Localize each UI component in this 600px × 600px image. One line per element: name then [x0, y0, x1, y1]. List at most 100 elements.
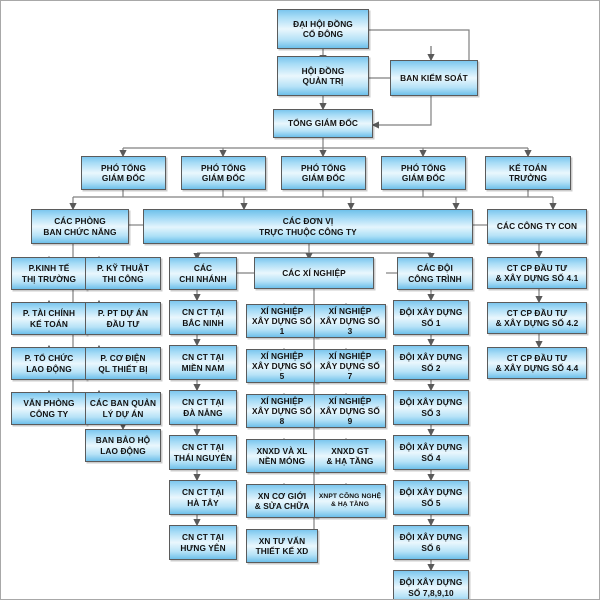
node-label: CT CP ĐẦU TƯ& XÂY DỰNG SỐ 4.4	[495, 352, 579, 373]
node-label: CT CP ĐẦU TƯ& XÂY DỰNG SỐ 4.2	[495, 307, 579, 328]
node-supervisory-board[interactable]: BAN KIỂM SOÁT	[390, 60, 478, 96]
node-enterprises[interactable]: CÁC XÍ NGHIỆP	[254, 257, 374, 289]
node-label: XNPT CÔNG NGHỆ& HẠ TẦNG	[318, 492, 382, 508]
node-subsidiary-4-1[interactable]: CT CP ĐẦU TƯ& XÂY DỰNG SỐ 4.1	[487, 257, 587, 289]
node-subsidiary-4-2[interactable]: CT CP ĐẦU TƯ& XÂY DỰNG SỐ 4.2	[487, 302, 587, 334]
node-subsidiary-4-4[interactable]: CT CP ĐẦU TƯ& XÂY DỰNG SỐ 4.4	[487, 347, 587, 379]
node-label: TỔNG GIÁM ĐỐC	[288, 118, 358, 129]
node-label: CÁC XÍ NGHIỆP	[282, 267, 346, 278]
node-label: CÁC CÔNG TY CON	[496, 221, 578, 232]
node-subsidiaries[interactable]: CÁC CÔNG TY CON	[487, 209, 587, 244]
node-label: XNXD GT& HẠ TẦNG	[326, 445, 374, 466]
node-label: CT CP ĐẦU TƯ& XÂY DỰNG SỐ 4.1	[495, 262, 579, 283]
node-label: BAN KIỂM SOÁT	[400, 72, 468, 83]
node-enterprise-technology-infrastructure[interactable]: XNPT CÔNG NGHỆ& HẠ TẦNG	[314, 484, 386, 518]
node-enterprise-transport-infrastructure[interactable]: XNXD GT& HẠ TẦNG	[314, 439, 386, 473]
node-general-director[interactable]: TỔNG GIÁM ĐỐC	[273, 109, 373, 138]
node-enterprise-machinery-repair[interactable]: XN CƠ GIỚI& SỬA CHỮA	[246, 484, 318, 518]
